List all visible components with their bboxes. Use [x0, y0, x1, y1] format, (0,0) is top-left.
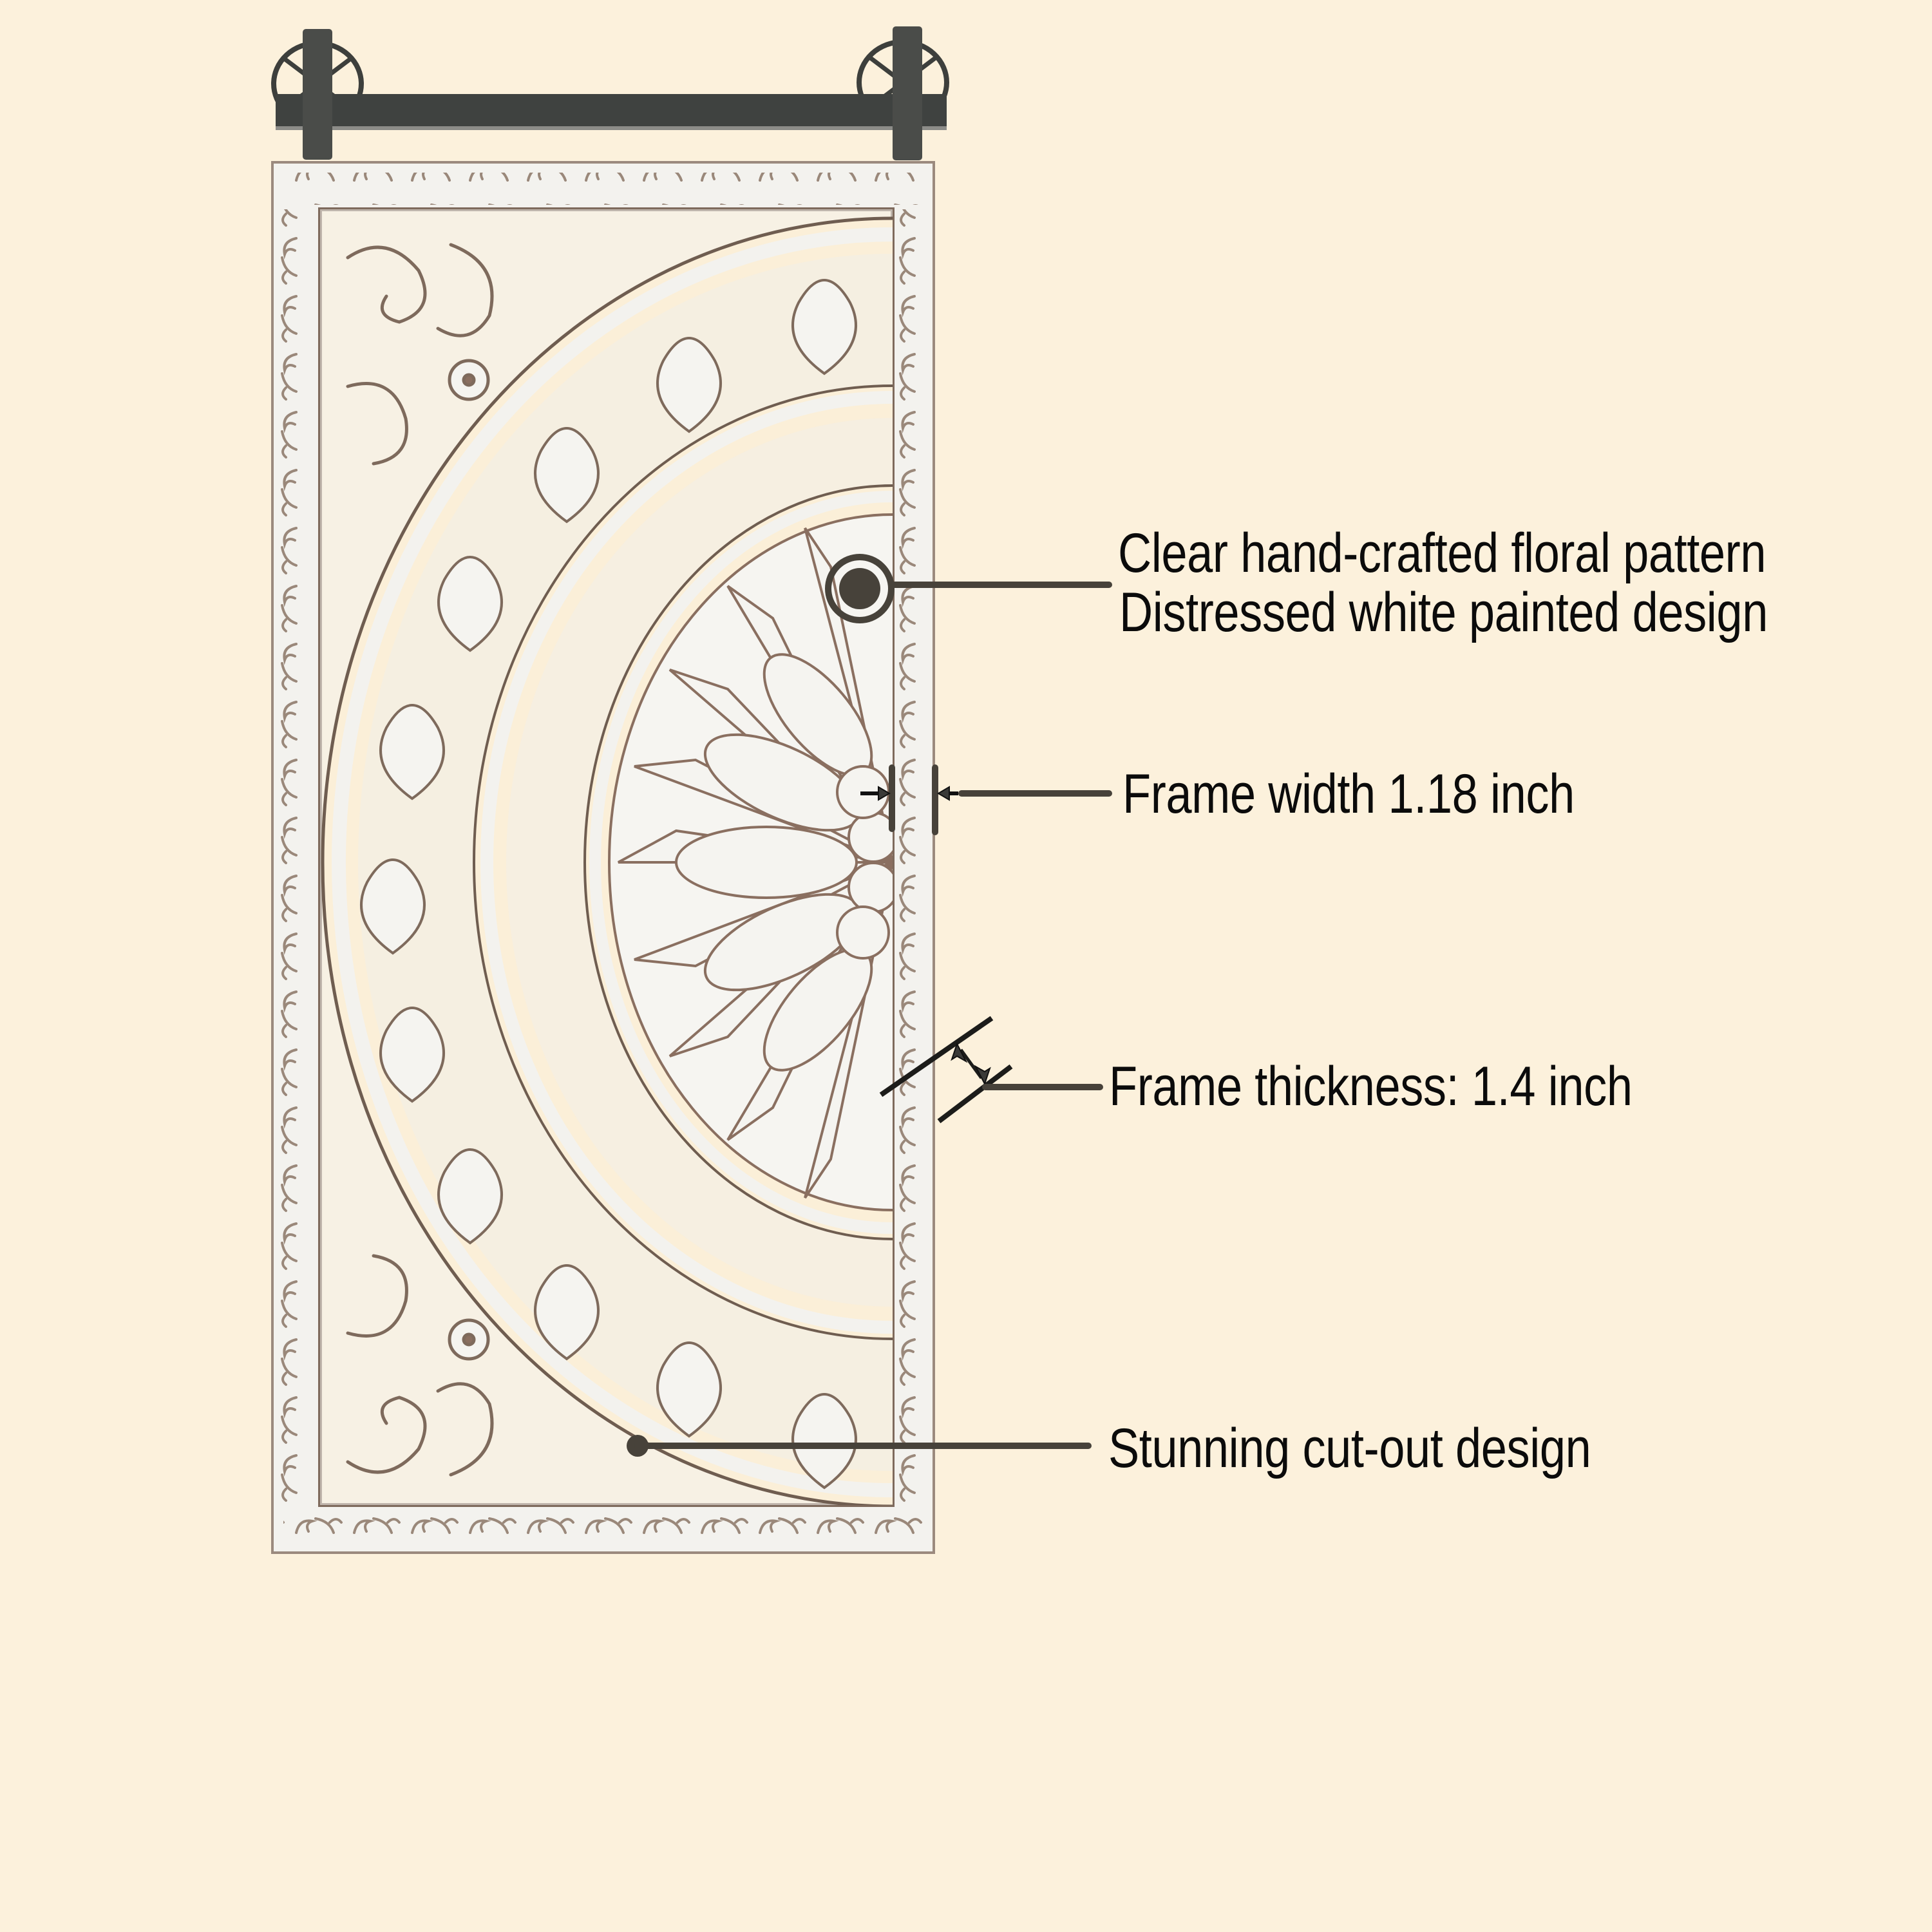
callout-frame-thickness-label: Frame thickness: 1.4 inch [1109, 1056, 1633, 1117]
hanger-rail [276, 94, 947, 129]
callout-frame-width-marker [860, 764, 1112, 835]
callout-cutout-marker [627, 1435, 1092, 1457]
corner-scrolls [346, 243, 494, 1477]
callout-pattern-line-1: Clear hand-crafted floral pattern [1118, 522, 1766, 584]
callout-pattern-line-2: Distressed white painted design [1119, 582, 1768, 643]
callout-frame-width-label: Frame width 1.18 inch [1122, 763, 1575, 825]
carved-panel [271, 161, 935, 1554]
callout-frame-thickness-marker [879, 1016, 1103, 1124]
center-flower [608, 513, 893, 1211]
callout-pattern-marker [825, 554, 1112, 623]
lotus-motifs [360, 279, 857, 1490]
barn-door-hanger [271, 26, 949, 160]
callout-cutout-label: Stunning cut-out design [1108, 1417, 1591, 1479]
right-hanger-strap [893, 26, 922, 160]
left-hanger-strap [303, 29, 332, 160]
